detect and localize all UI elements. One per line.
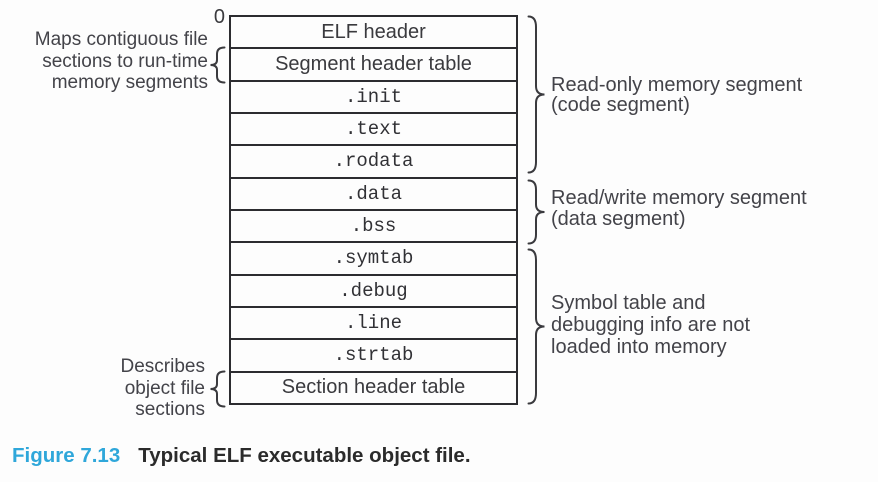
row-label: .debug xyxy=(339,279,408,302)
annotation-read-only-segment: Read-only memory segment (code segment) xyxy=(551,75,802,115)
annotation-line: (data segment) xyxy=(551,208,686,230)
figure-number-label: Figure 7.13 xyxy=(12,444,121,467)
figure-caption: Figure 7.13 Typical ELF executable object… xyxy=(12,444,471,468)
row-label: .data xyxy=(344,182,402,205)
stack-row-section-header-table: Section header table xyxy=(231,373,516,403)
annotation-line: Read/write memory segment xyxy=(551,187,807,209)
annotation-line: sections xyxy=(135,399,205,420)
row-label: .line xyxy=(344,312,402,335)
row-label: Section header table xyxy=(281,376,466,399)
annotation-line: memory segments xyxy=(51,72,208,93)
row-label: Segment header table xyxy=(275,52,472,75)
row-label: .strtab xyxy=(333,344,414,367)
annotation-line: loaded into memory xyxy=(551,336,727,358)
annotation-line: object file xyxy=(124,377,205,399)
row-label: .bss xyxy=(350,215,397,238)
annotation-line: Maps contiguous file xyxy=(34,29,208,50)
stack-row-init: .init xyxy=(231,82,516,114)
annotation-symbol-table-not-loaded: Symbol table and debugging info are not … xyxy=(551,292,750,358)
annotation-line: debugging info are not xyxy=(551,314,751,336)
figure-title: Typical ELF executable object file. xyxy=(138,444,471,467)
stack-row-elf-header: ELF header xyxy=(231,17,516,50)
row-label: .rodata xyxy=(333,150,414,173)
stack-row-symtab: .symtab xyxy=(231,243,516,276)
row-label: ELF header xyxy=(321,20,426,43)
row-label: .init xyxy=(344,85,402,108)
left-curly-brace-section-header xyxy=(210,370,226,408)
stack-row-data: .data xyxy=(231,179,516,211)
stack-row-text: .text xyxy=(231,114,516,147)
stack-row-line: .line xyxy=(231,308,516,341)
stack-row-rodata: .rodata xyxy=(231,146,516,179)
right-curly-brace-symbol-table xyxy=(527,248,545,405)
right-curly-brace-read-write-segment xyxy=(527,179,545,245)
row-label: .text xyxy=(344,118,402,141)
stack-row-strtab: .strtab xyxy=(231,340,516,373)
right-curly-brace-read-only-segment xyxy=(527,15,545,174)
annotation-maps-file-sections: Maps contiguous file sections to run-tim… xyxy=(10,29,208,94)
annotation-line: Describes xyxy=(120,356,205,377)
annotation-line: (code segment) xyxy=(551,94,690,116)
stack-row-bss: .bss xyxy=(231,211,516,244)
annotation-read-write-segment: Read/write memory segment (data segment) xyxy=(551,188,807,230)
annotation-line: Read-only memory segment xyxy=(551,74,803,96)
row-label: .symtab xyxy=(333,247,414,270)
stack-row-segment-header-table: Segment header table xyxy=(231,49,516,82)
elf-file-section-stack: ELF header Segment header table .init .t… xyxy=(229,15,518,405)
stack-row-debug: .debug xyxy=(231,276,516,308)
annotation-describes-object-file: Describes object file sections xyxy=(55,356,205,421)
annotation-line: sections to run-time xyxy=(42,50,208,72)
file-offset-zero-label: 0 xyxy=(213,6,225,28)
left-curly-brace-segment-header xyxy=(210,46,226,84)
annotation-line: Symbol table and xyxy=(551,292,706,314)
